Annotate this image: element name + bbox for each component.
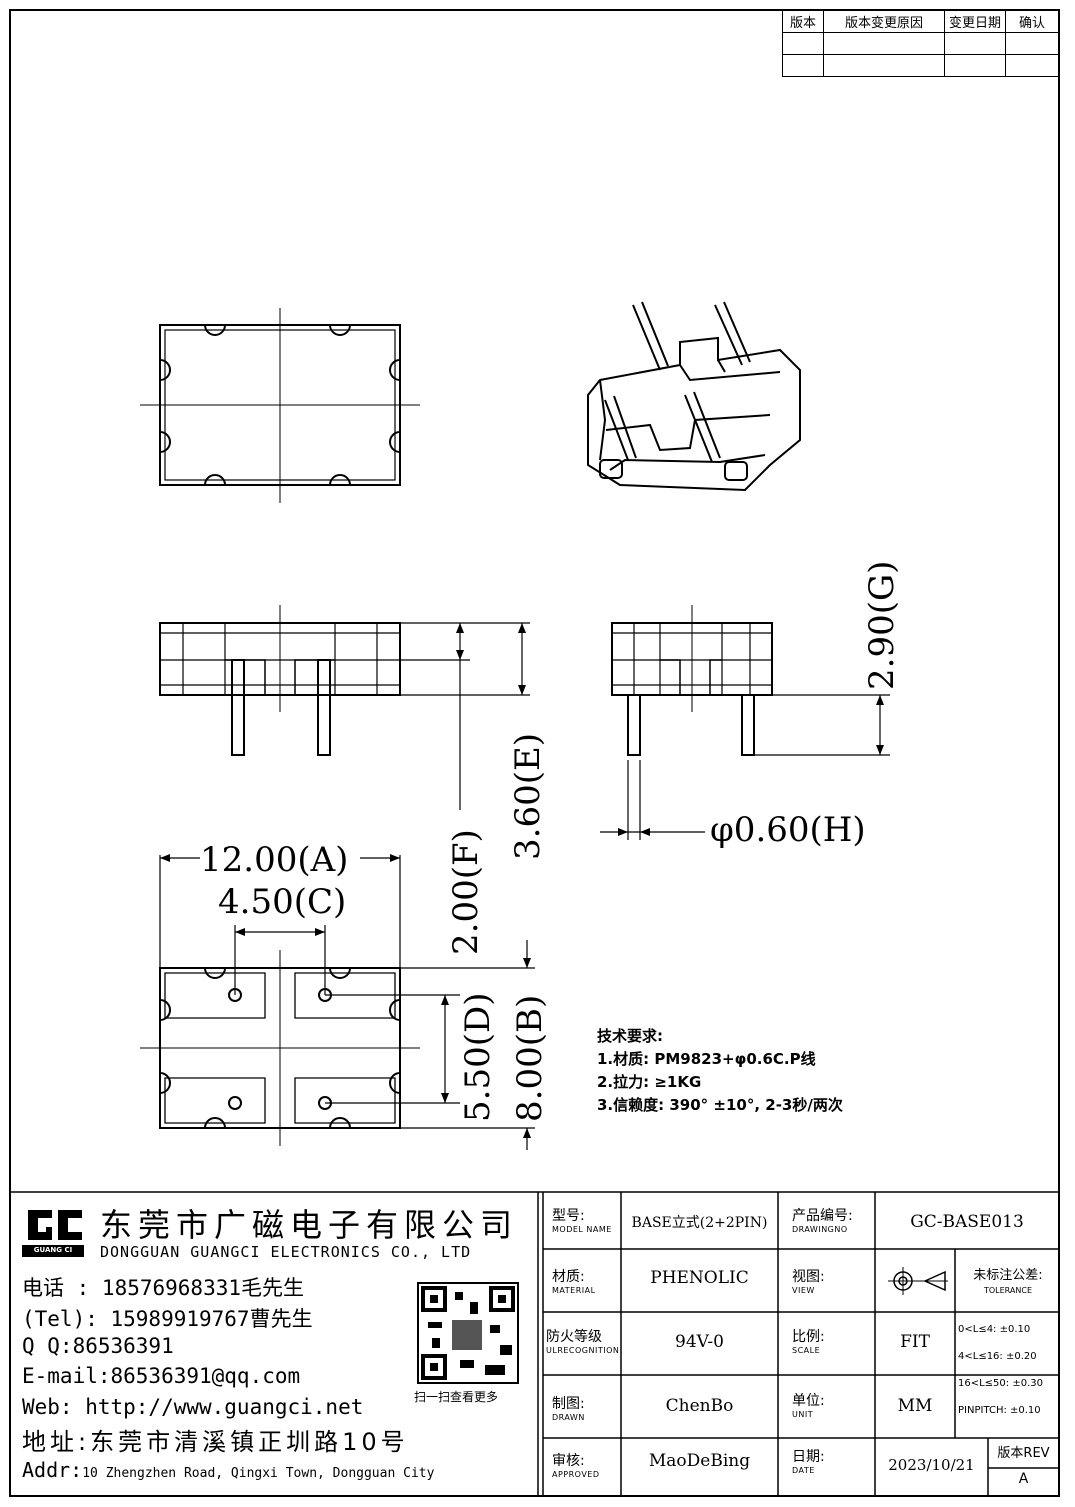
dim-g-label: 2.90(G) [862, 560, 902, 690]
view-label-cell: 视图: VIEW [792, 1269, 825, 1295]
scale-value: FIT [900, 1332, 930, 1352]
dim-d-label: 5.50(D) [458, 992, 498, 1123]
product-value: GC-BASE013 [910, 1212, 1024, 1232]
unit-label-cell: 单位: UNIT [792, 1393, 825, 1419]
requirement-item: 1.材质: PM9823+φ0.6C.P线 [597, 1050, 816, 1068]
projection-symbol [888, 1267, 948, 1295]
revision-table: 版本 版本变更原因 变更日期 确认 [782, 10, 1059, 77]
company-name-cn: 东莞市广磁电子有限公司 [100, 1206, 519, 1244]
tolerance-line: PINPITCH: ±0.10 [958, 1405, 1041, 1416]
approved-label-cell: 审核: APPROVED [552, 1453, 600, 1479]
tolerance-line: 16<L≤50: ±0.30 [958, 1378, 1043, 1389]
qr-code [417, 1282, 519, 1384]
drawing-frame [9, 9, 1060, 1497]
requirements-title: 技术要求: [597, 1027, 663, 1045]
company-name-en: DONGGUAN GUANGCI ELECTRONICS CO., LTD [100, 1243, 472, 1261]
contact-tel-1: 电话 : 18576968331毛先生 [22, 1276, 305, 1300]
fire-label-cell: 防火等级 ULRECOGNITION [546, 1329, 620, 1355]
material-label-cell: 材质: MATERIAL [552, 1269, 596, 1295]
tolerance-sub: TOLERANCE [983, 1286, 1033, 1295]
top-view [140, 308, 420, 503]
date-value: 2023/10/21 [888, 1456, 975, 1474]
qr-caption: 扫一扫查看更多 [414, 1390, 499, 1404]
tolerance-line: 0<L≤4: ±0.10 [958, 1324, 1031, 1335]
contact-email: E-mail:86536391@qq.com [22, 1364, 301, 1388]
requirement-item: 3.信赖度: 390° ±10°, 2-3秒/两次 [597, 1096, 843, 1114]
approved-value: MaoDeBing [648, 1451, 751, 1471]
model-label-cell: 型号: MODEL NAME [552, 1208, 612, 1234]
title-block-grid [10, 1191, 1059, 1497]
rev-header-reason: 版本变更原因 [823, 10, 945, 33]
dim-h-label: φ0.60(H) [710, 810, 866, 850]
front-view [159, 605, 401, 756]
tolerance-label: 未标注公差: [973, 1268, 1043, 1283]
tolerance-list: 0<L≤4: ±0.10 4<L≤16: ±0.20 16<L≤50: ±0.3… [958, 1316, 1058, 1424]
addr-prefix: Addr: [22, 1458, 83, 1482]
contact-addr-en: Addr:10 Zhengzhen Road, Qingxi Town, Don… [22, 1458, 434, 1482]
contact-qq: Q Q:86536391 [22, 1334, 174, 1358]
unit-value: MM [897, 1396, 933, 1416]
company-logo [22, 1205, 84, 1257]
dim-a-label: 12.00(A) [200, 840, 349, 880]
isometric-view [587, 301, 801, 492]
dim-e-label: 3.60(E) [508, 732, 548, 860]
addr-text: 10 Zhengzhen Road, Qingxi Town, Dongguan… [82, 1466, 435, 1481]
contact-tel-2: (Tel): 15989919767曹先生 [22, 1307, 313, 1331]
drawn-value: ChenBo [665, 1396, 734, 1416]
requirement-item: 2.拉力: ≥1KG [597, 1073, 702, 1091]
model-value: BASE立式(2+2PIN) [631, 1215, 768, 1231]
logo-subtext: GUANG CI [33, 1246, 73, 1254]
date-label-cell: 日期: DATE [792, 1449, 825, 1475]
material-value: PHENOLIC [650, 1268, 749, 1288]
fire-value: 94V-0 [675, 1332, 724, 1352]
rev-value: A [1018, 1471, 1029, 1487]
scale-label-cell: 比例: SCALE [792, 1329, 825, 1355]
product-label-cell: 产品编号: DRAWINGNO [792, 1208, 853, 1234]
dim-b-label: 8.00(B) [510, 994, 550, 1122]
side-view [611, 605, 773, 756]
bottom-view [140, 950, 420, 1146]
rev-label: 版本REV [997, 1446, 1050, 1461]
contact-web: Web: http://www.guangci.net [22, 1395, 364, 1419]
tech-requirements: 技术要求: 1.材质: PM9823+φ0.6C.P线 2.拉力: ≥1KG 3… [597, 1025, 843, 1117]
tolerance-line: 4<L≤16: ±0.20 [958, 1351, 1037, 1362]
drawn-label-cell: 制图: DRAWN [552, 1396, 585, 1422]
contact-addr-cn: 地址:东莞市清溪镇正圳路10号 [22, 1428, 409, 1456]
dim-f-label: 2.00(F) [446, 829, 486, 955]
dim-c-label: 4.50(C) [218, 882, 347, 922]
